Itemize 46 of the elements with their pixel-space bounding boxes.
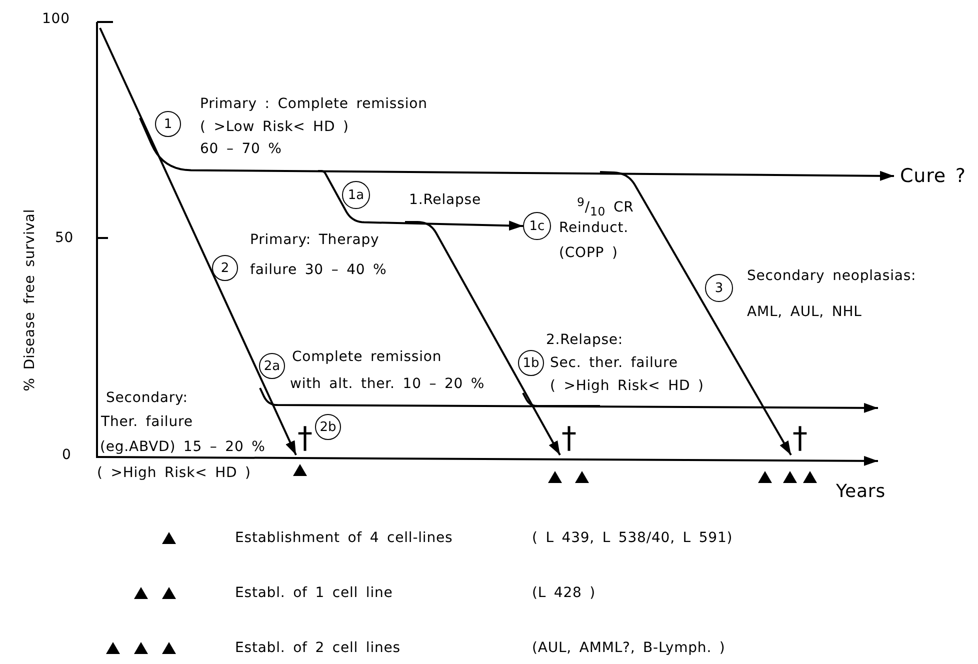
circled-number: 3 <box>705 274 733 302</box>
annotation-text: Reinduct. <box>559 219 628 237</box>
arrow <box>318 170 524 231</box>
annotation-text: (eg.ABVD) 15 – 20 % <box>100 438 266 456</box>
circled-number: 1 <box>155 111 181 137</box>
annotation-text: Secondary: <box>106 389 188 407</box>
arrow <box>99 28 297 456</box>
annotation-text: Primary : Complete remission <box>200 95 428 113</box>
circled-number: 1a <box>342 181 370 209</box>
legend-text: (L 428 ) <box>532 584 596 602</box>
annotation-text: Sec. ther. failure <box>550 354 678 372</box>
death-cross: † <box>791 423 809 455</box>
annotation-text: with alt. ther. 10 – 20 % <box>290 375 485 393</box>
legend-text: Establ. of 1 cell line <box>235 584 393 602</box>
annotation-text: (COPP ) <box>559 244 618 262</box>
legend-text: Establ. of 2 cell lines <box>235 639 400 657</box>
circled-number: 1b <box>518 350 544 376</box>
legend-text: Establishment of 4 cell-lines <box>235 529 453 547</box>
annotation-text: ( >High Risk< HD ) <box>97 464 251 482</box>
axis-tick-label: 0 <box>62 446 72 464</box>
annotation-text: ( >Low Risk< HD ) <box>200 118 349 136</box>
annotation-text: AML, AUL, NHL <box>747 303 862 321</box>
arrow <box>405 221 561 456</box>
axis-tick-label: 100 <box>42 10 70 28</box>
legend-text: (AUL, AMML?, B-Lymph. ) <box>532 639 726 657</box>
legend-text: ( L 439, L 538/40, L 591) <box>532 529 733 547</box>
death-cross: † <box>560 423 578 455</box>
annotation-text: Secondary neoplasias: <box>747 267 916 285</box>
circled-number: 2 <box>212 255 238 281</box>
outcome-label: Cure ? <box>900 164 966 188</box>
annotation-text: $^{9}$/$_{10}$ CR <box>577 194 634 220</box>
annotation-text: 2.Relapse: <box>546 331 624 349</box>
circled-number: 2b <box>315 414 341 440</box>
circled-number: 1c <box>523 212 551 240</box>
annotation-text: ( >High Risk< HD ) <box>550 377 704 395</box>
annotation-text: 60 – 70 % <box>200 140 282 158</box>
annotation-text: failure 30 – 40 % <box>250 261 387 279</box>
axis-tick-label: 50 <box>55 229 74 247</box>
annotation-text: Ther. failure <box>101 413 193 431</box>
annotation-text: Primary: Therapy <box>250 231 380 249</box>
arrow <box>600 171 792 456</box>
death-cross: † <box>296 423 314 455</box>
axis-title: % Disease free survival <box>21 208 39 392</box>
annotation-text: Complete remission <box>292 348 442 366</box>
circled-number: 2a <box>259 353 285 379</box>
axis-title: Years <box>836 481 886 503</box>
